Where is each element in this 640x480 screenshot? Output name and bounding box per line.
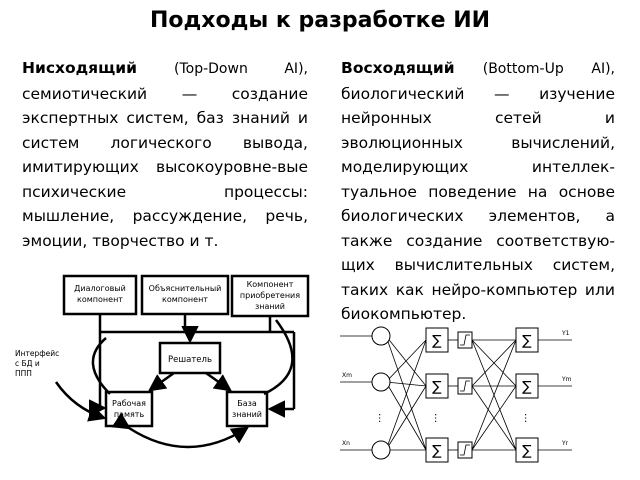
knowledge-base-label-1: База — [237, 399, 257, 408]
output-sum-2-symbol: ∑ — [522, 379, 532, 395]
explain-component-label-2: компонент — [162, 295, 208, 304]
interface-label-2: с БД и — [15, 359, 40, 368]
input-label-xn: Xn — [342, 440, 350, 447]
output-label-yr: Yr — [561, 440, 569, 447]
slide-title: Подходы к разработке ИИ — [149, 8, 491, 33]
dialog-component-label-1: Диалоговый — [74, 284, 126, 293]
hidden-sum-3 — [425, 437, 449, 463]
neural-network-diagram: Xm Xn … ∑ ∑ ∑ … ∑ ∑ ∑ … Y1 Ym Yr — [340, 326, 572, 463]
bottom-up-body: биологический — изучение нейронных сетей… — [341, 84, 615, 324]
output-sum-3 — [515, 437, 539, 463]
bottom-up-term: Восходящий — [341, 59, 455, 77]
solver-box — [158, 341, 222, 375]
input-ellipsis: … — [376, 413, 387, 423]
hidden-sum-1 — [425, 327, 449, 353]
network-connections — [340, 335, 572, 451]
knowledge-base-label-2: знаний — [232, 410, 262, 419]
input-node-3 — [371, 440, 391, 460]
interface-label-1: Интерфейс — [15, 349, 59, 358]
output-sum-1 — [515, 327, 539, 353]
bottom-up-description: Восходящий (Bottom-Up AI), биологический… — [341, 56, 615, 352]
hidden-sum-1-symbol: ∑ — [432, 333, 442, 349]
output-label-ym: Ym — [561, 376, 572, 383]
output-sum-1-symbol: ∑ — [522, 333, 532, 349]
knowledge-acquisition-label-3: знаний — [255, 302, 285, 311]
working-memory-label-1: Рабочая — [112, 399, 146, 408]
output-ellipsis: … — [522, 413, 533, 423]
output-sum-3-symbol: ∑ — [522, 443, 532, 459]
input-node-1 — [371, 326, 391, 346]
bottom-up-term-en: (Bottom-Up AI), — [482, 61, 615, 77]
explain-component-label-1: Объяснительный — [149, 284, 222, 293]
activation-1-curve — [460, 334, 470, 346]
diagram-connectors — [54, 314, 296, 449]
hidden-sum-3-symbol: ∑ — [432, 443, 442, 459]
top-down-term: Нисходящий — [22, 59, 137, 77]
top-down-description: Нисходящий (Top-Down AI), семиотический … — [22, 56, 308, 270]
hidden-sum-2-symbol: ∑ — [432, 379, 442, 395]
dialog-component-label-2: компонент — [77, 295, 123, 304]
interface-label-3: ППП — [15, 369, 32, 378]
input-label-xm: Xm — [342, 372, 352, 379]
output-label-y1: Y1 — [561, 330, 570, 337]
hidden-ellipsis: … — [432, 413, 443, 423]
input-node-2 — [371, 372, 391, 392]
hidden-sum-2 — [425, 373, 449, 399]
expert-system-diagram: Диалоговый компонент Объяснительный комп… — [15, 274, 310, 449]
top-down-body: семиотический — создание экспертных сист… — [22, 84, 308, 250]
working-memory-box — [104, 390, 154, 428]
output-sum-2 — [515, 373, 539, 399]
knowledge-acquisition-label-1: Компонент — [247, 280, 294, 289]
top-down-term-en: (Top-Down AI), — [174, 61, 308, 77]
activation-2-curve — [460, 380, 470, 392]
knowledge-acquisition-label-2: приобретения — [240, 291, 300, 300]
activation-3-curve — [460, 444, 470, 456]
solver-label: Решатель — [168, 355, 212, 365]
working-memory-label-2: память — [114, 410, 145, 419]
knowledge-base-box — [225, 390, 269, 428]
